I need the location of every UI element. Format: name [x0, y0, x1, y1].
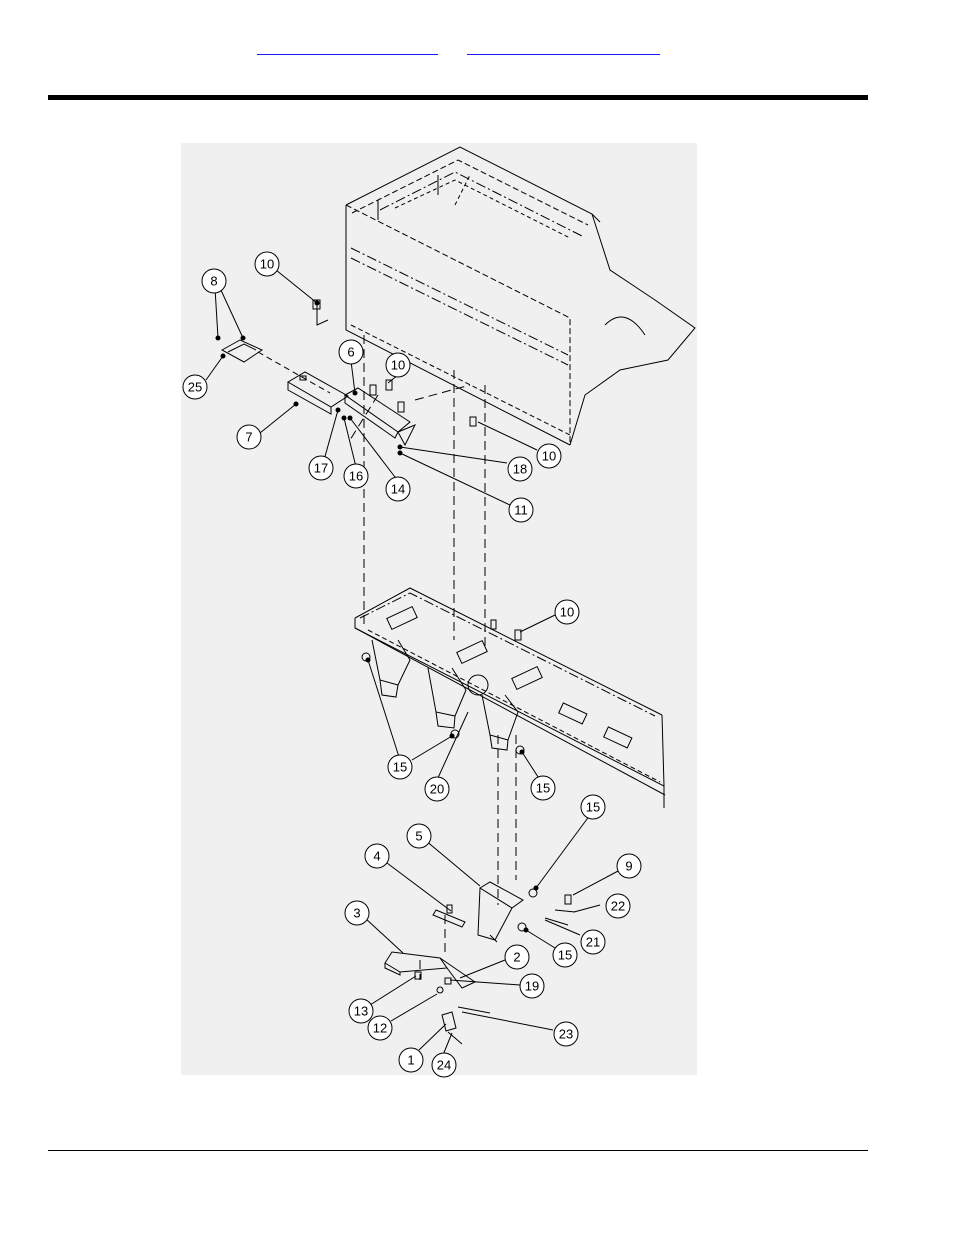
callout-18: 5	[406, 823, 432, 849]
callout-labels: 10 8 25 6 10 7 17 16 14 18 10 11 10 15 2…	[182, 251, 642, 1078]
callout-27: 13	[348, 998, 374, 1024]
part-25-bracket	[220, 339, 331, 394]
callout-10: 18	[507, 456, 533, 482]
callout-28: 12	[367, 1015, 393, 1041]
arrowheads	[215, 300, 539, 933]
callout-2: 8	[201, 268, 227, 294]
callout-23: 21	[580, 929, 606, 955]
upper-fasteners	[312, 299, 477, 427]
svg-text:13: 13	[354, 1004, 368, 1019]
callout-1: 10	[254, 251, 280, 277]
seed-meters	[371, 639, 519, 751]
callout-8: 16	[343, 463, 369, 489]
header-link-2[interactable]	[467, 40, 660, 55]
part-3-lever	[384, 951, 477, 989]
svg-text:14: 14	[391, 482, 405, 497]
svg-text:10: 10	[391, 358, 405, 373]
svg-text:18: 18	[513, 462, 527, 477]
alignment-lines	[349, 335, 517, 980]
callout-13: 10	[554, 599, 580, 625]
callout-9: 14	[385, 476, 411, 502]
svg-text:17: 17	[314, 461, 328, 476]
svg-text:19: 19	[525, 979, 539, 994]
callout-25: 2	[504, 944, 530, 970]
callout-11: 10	[536, 443, 562, 469]
callout-6: 7	[236, 424, 262, 450]
svg-text:10: 10	[560, 605, 574, 620]
svg-text:22: 22	[611, 899, 625, 914]
svg-text:5: 5	[415, 829, 422, 844]
callout-15: 20	[424, 776, 450, 802]
callout-7: 17	[308, 455, 334, 481]
part-7-plate	[287, 371, 349, 415]
svg-text:11: 11	[514, 503, 528, 518]
svg-text:15: 15	[536, 781, 550, 796]
svg-text:25: 25	[188, 380, 202, 395]
header-link-1[interactable]	[257, 40, 438, 55]
callout-21: 9	[616, 853, 642, 879]
callout-16: 15	[530, 775, 556, 801]
svg-text:21: 21	[586, 935, 600, 950]
callout-19: 4	[364, 843, 390, 869]
top-divider	[48, 95, 868, 100]
svg-text:7: 7	[245, 430, 252, 445]
svg-text:3: 3	[353, 906, 360, 921]
callout-29: 23	[553, 1021, 579, 1047]
callout-20: 3	[344, 900, 370, 926]
callout-12: 11	[508, 497, 534, 523]
callout-22: 22	[605, 893, 631, 919]
svg-text:16: 16	[349, 469, 363, 484]
svg-text:10: 10	[542, 449, 556, 464]
mid-fasteners	[490, 619, 522, 641]
part-4-pin	[432, 904, 466, 928]
svg-text:12: 12	[373, 1021, 387, 1036]
svg-text:8: 8	[210, 274, 217, 289]
svg-text:23: 23	[559, 1027, 573, 1042]
callout-3: 25	[182, 374, 208, 400]
callout-14: 15	[387, 754, 413, 780]
callout-5: 10	[385, 352, 411, 378]
callout-17: 15	[580, 794, 606, 820]
svg-text:15: 15	[558, 948, 572, 963]
diagram-background	[181, 143, 697, 1075]
callout-31: 24	[431, 1052, 457, 1078]
callout-26: 19	[519, 973, 545, 999]
hopper-housing	[345, 146, 696, 446]
callout-4: 6	[338, 339, 364, 365]
callout-30: 1	[398, 1047, 424, 1073]
svg-text:1: 1	[407, 1053, 414, 1068]
svg-text:10: 10	[260, 257, 274, 272]
callout-24: 15	[552, 942, 578, 968]
svg-text:9: 9	[625, 859, 632, 874]
part-6-plate	[344, 387, 417, 447]
svg-text:2: 2	[513, 950, 520, 965]
svg-text:15: 15	[393, 760, 407, 775]
part-5-bracket	[477, 881, 524, 943]
svg-text:6: 6	[347, 345, 354, 360]
svg-text:15: 15	[586, 800, 600, 815]
leader-lines	[205, 269, 621, 1056]
svg-text:4: 4	[373, 849, 380, 864]
svg-text:24: 24	[437, 1058, 451, 1073]
bottom-divider	[48, 1150, 868, 1151]
svg-text:20: 20	[430, 782, 444, 797]
